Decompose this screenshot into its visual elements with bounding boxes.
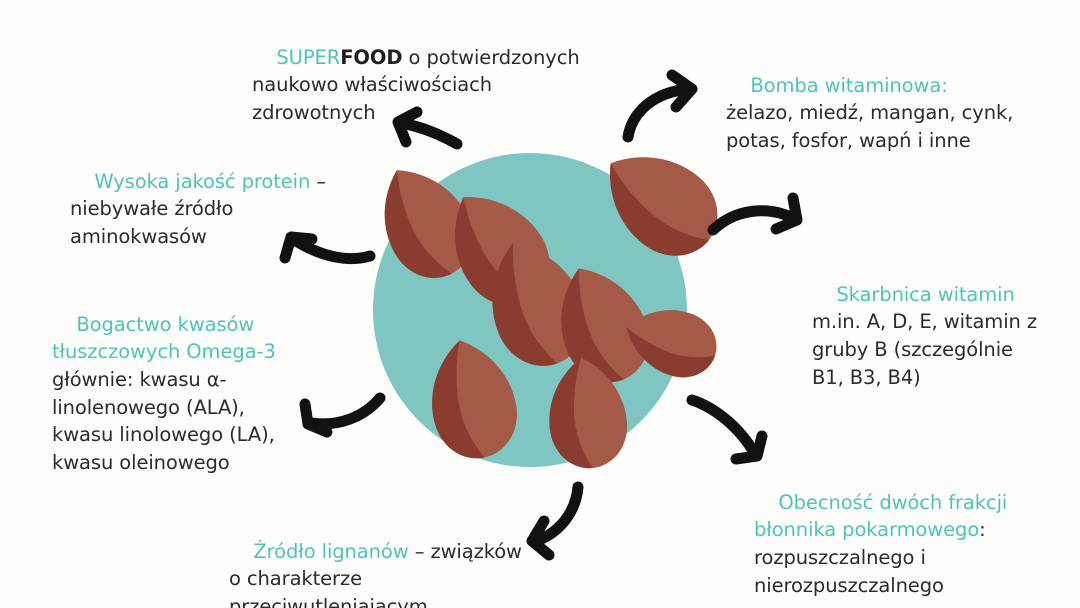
superfood-heading-dark: FOOD: [340, 45, 403, 69]
superfood-heading-accent: SUPER: [276, 45, 341, 69]
seed-group: [360, 128, 736, 473]
omega-3-heading: Bogactwo kwasów tłuszczowych Omega-3: [52, 312, 276, 364]
arrow-to-omega-icon: [299, 392, 386, 438]
arrow-to-vitamins-icon: [622, 69, 698, 143]
protein-quality-heading: Wysoka jakość protein: [94, 169, 311, 193]
arrow-to-blonnik-icon: [686, 394, 768, 465]
protein-quality-callout: Wysoka jakość protein – niebywałe źródło…: [70, 140, 330, 278]
vitamin-treasury-heading: Skarbnica witamin: [836, 282, 1015, 306]
center-circle: [373, 153, 687, 467]
fiber-fractions-heading: Obecność dwóch frakcji błonnika pokarmow…: [754, 490, 1014, 542]
vitamin-bomb-body: żelazo, miedź, mangan, cynk, potas, fosf…: [726, 101, 1020, 153]
lignans-heading: Źródło lignanów: [253, 539, 409, 563]
lignans-callout: Źródło lignanów – związków o charakterze…: [229, 510, 529, 608]
superfood-body: o potwierdzonych naukowo właściwościach …: [252, 45, 586, 125]
fiber-fractions-body: : rozpuszczalnego i nierozpuszczalnego: [754, 518, 992, 597]
protein-quality-body: – niebywałe źródło aminokwasów: [70, 169, 333, 249]
lignans-body: – związków o charakterze przeciwutleniaj…: [229, 539, 529, 608]
arrow-to-lignany-icon: [526, 481, 584, 561]
superfood-callout: SUPERFOOD o potwierdzonych naukowo właśc…: [252, 16, 602, 154]
fiber-fractions-callout: Obecność dwóch frakcji błonnika pokarmow…: [754, 461, 1044, 608]
vitamin-treasury-body: m.in. A, D, E, witamin z gruby B (szczeg…: [812, 310, 1044, 389]
arrow-to-skarbnica-icon: [707, 192, 803, 236]
omega-3-callout: Bogactwo kwasów tłuszczowych Omega-3 głó…: [52, 283, 302, 505]
omega-3-body: głównie: kwasu α-linolenowego (ALA), kwa…: [52, 340, 282, 475]
vitamin-treasury-callout: Skarbnica witamin m.in. A, D, E, witamin …: [812, 253, 1042, 419]
vitamin-bomb-callout: Bomba witaminowa:żelazo, miedź, mangan, …: [726, 44, 1016, 182]
vitamin-bomb-heading: Bomba witaminowa:: [750, 73, 948, 97]
